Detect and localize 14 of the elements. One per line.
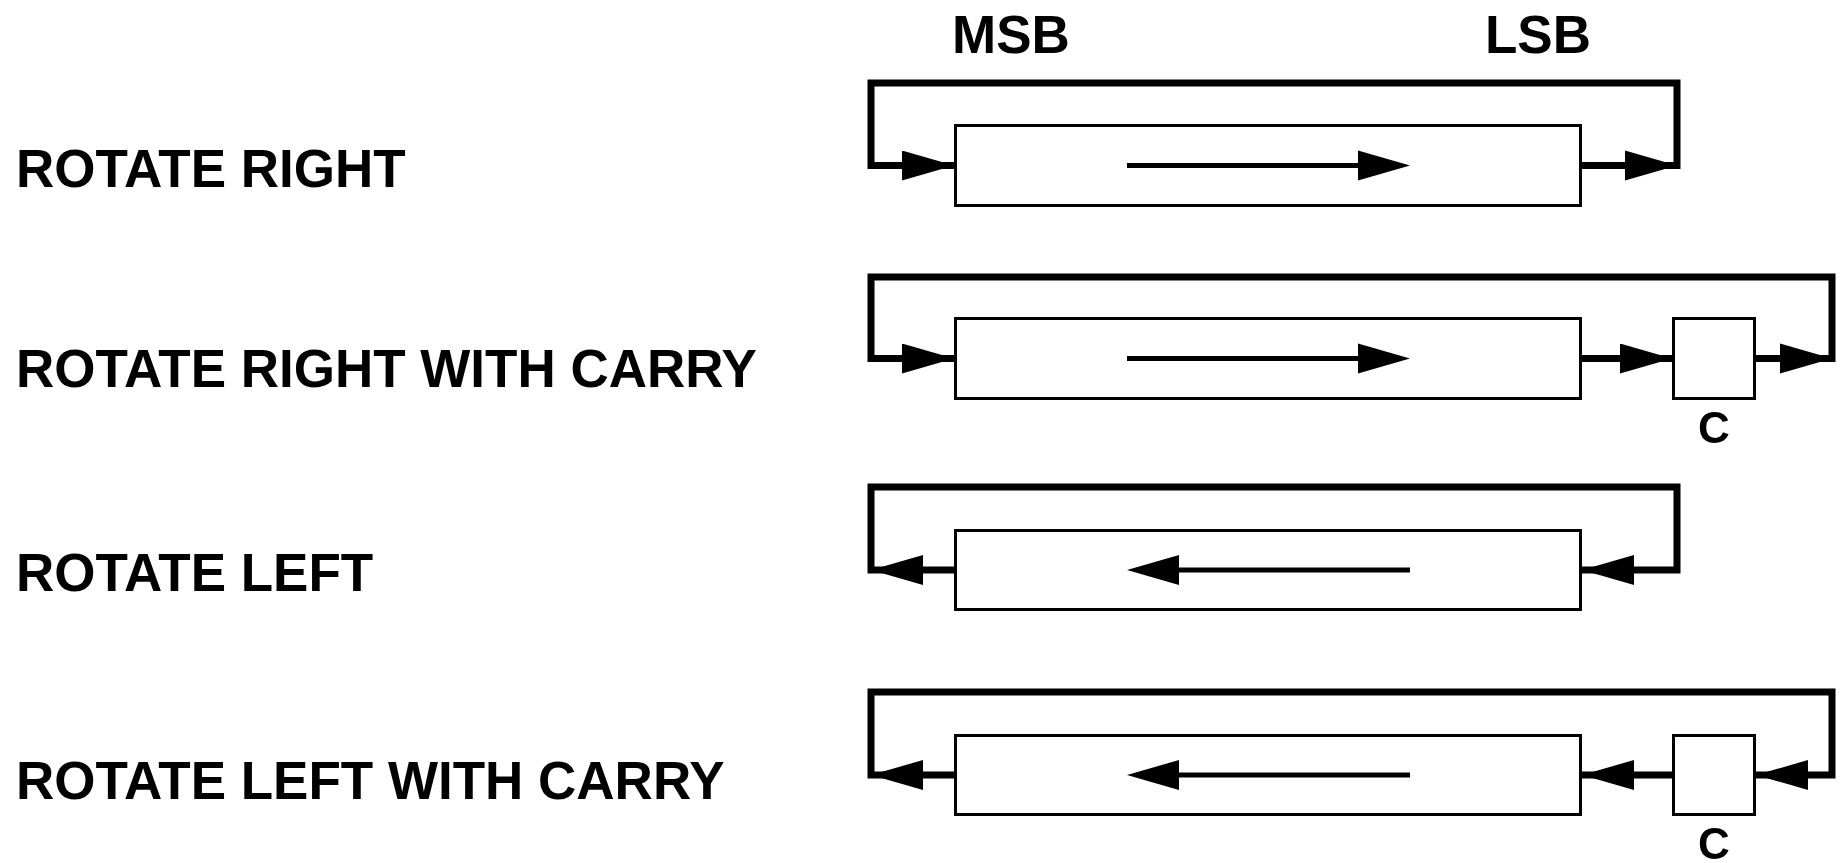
operation-label: ROTATE RIGHT xyxy=(16,138,406,200)
operation-label: ROTATE RIGHT WITH CARRY xyxy=(16,338,757,400)
register-box xyxy=(954,124,1582,207)
bit-label: MSB xyxy=(952,4,1070,66)
carry-box xyxy=(1672,317,1756,400)
carry-label: C xyxy=(1697,822,1731,863)
carry-label: C xyxy=(1697,406,1731,450)
operation-label: ROTATE LEFT WITH CARRY xyxy=(16,750,725,812)
bit-label: LSB xyxy=(1485,4,1591,66)
register-box xyxy=(954,529,1582,611)
register-box xyxy=(954,317,1582,400)
carry-box xyxy=(1672,734,1756,816)
register-box xyxy=(954,734,1582,816)
operation-label: ROTATE LEFT xyxy=(16,542,374,604)
